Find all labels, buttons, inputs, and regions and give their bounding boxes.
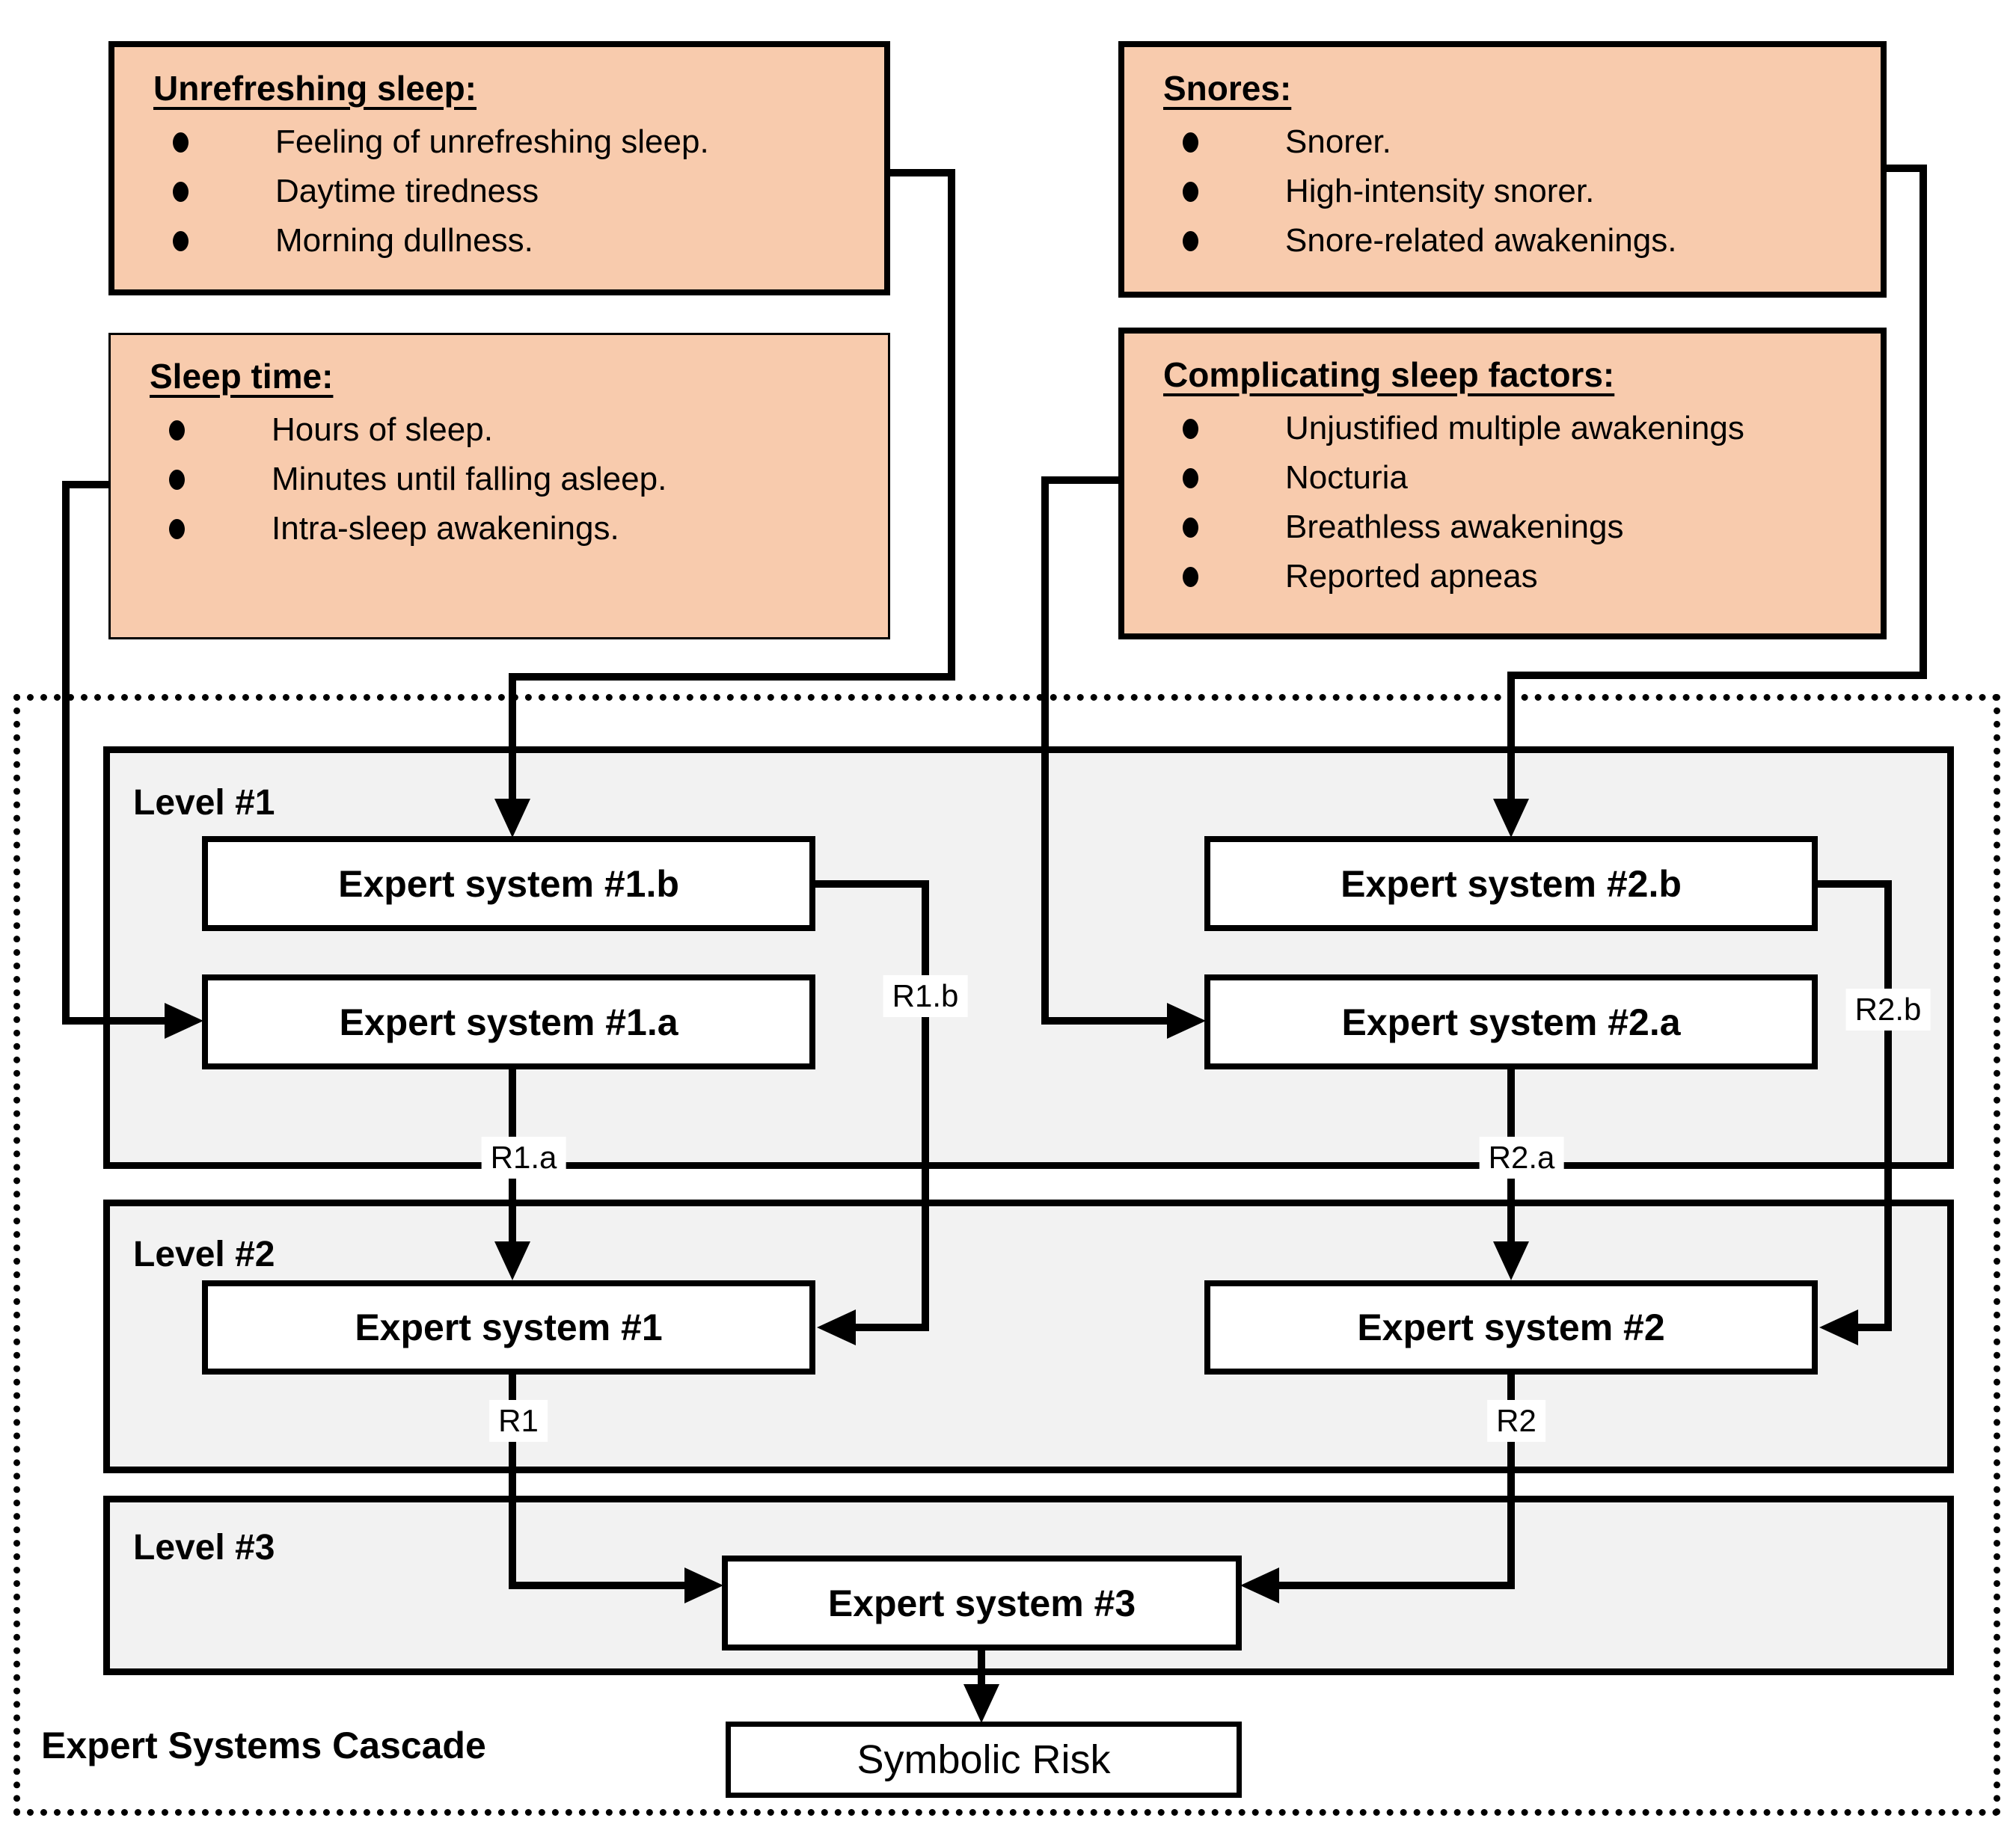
bullet-icon <box>1183 182 1198 202</box>
bullet-text: Nocturia <box>1285 459 1408 496</box>
list-item: Feeling of unrefreshing sleep. <box>114 117 884 167</box>
list-item: Snorer. <box>1124 117 1881 167</box>
level-1-panel <box>103 746 1954 1169</box>
input-box-title: Sleep time: <box>150 357 334 396</box>
bullet-text: Breathless awakenings <box>1285 509 1624 545</box>
bullet-icon <box>173 231 189 251</box>
expert-system-1b-box: Expert system #1.b <box>202 836 815 931</box>
bullet-icon <box>169 470 185 490</box>
input-box-title: Snores: <box>1163 69 1292 108</box>
expert-system-2b-box: Expert system #2.b <box>1204 836 1818 931</box>
bullet-icon <box>169 420 185 440</box>
list-item: Breathless awakenings <box>1124 503 1881 552</box>
input-box-title: Complicating sleep factors: <box>1163 355 1615 394</box>
input-box-complicating-sleep-factors: Complicating sleep factors: Unjustified … <box>1118 328 1887 639</box>
list-item: Intra-sleep awakenings. <box>111 504 888 553</box>
expert-system-3-box: Expert system #3 <box>722 1556 1242 1650</box>
bullet-text: Reported apneas <box>1285 558 1538 595</box>
expert-system-1a-box: Expert system #1.a <box>202 974 815 1069</box>
symbolic-risk-box: Symbolic Risk <box>726 1722 1242 1798</box>
wire-label-r2b: R2.b <box>1845 989 1931 1031</box>
input-box-title: Unrefreshing sleep: <box>153 69 477 108</box>
wire-label-r1b: R1.b <box>883 975 968 1017</box>
wire-label-r2a: R2.a <box>1479 1137 1564 1179</box>
bullet-icon <box>1183 468 1198 488</box>
wire-label-r2: R2 <box>1487 1400 1545 1442</box>
bullet-text: Minutes until falling asleep. <box>272 461 667 497</box>
expert-system-1-box: Expert system #1 <box>202 1280 815 1375</box>
wire-label-r1a: R1.a <box>481 1137 566 1179</box>
list-item: Daytime tiredness <box>114 167 884 216</box>
bullet-icon <box>169 519 185 539</box>
bullet-text: Morning dullness. <box>275 222 533 259</box>
expert-systems-cascade-container <box>13 694 2000 1816</box>
bullet-icon <box>1183 132 1198 153</box>
bullet-icon <box>1183 518 1198 538</box>
list-item: Hours of sleep. <box>111 405 888 455</box>
level-3-label: Level #3 <box>133 1528 275 1567</box>
list-item: Snore-related awakenings. <box>1124 216 1881 265</box>
list-item: Minutes until falling asleep. <box>111 455 888 504</box>
bullet-icon <box>1183 567 1198 587</box>
bullet-text: High-intensity snorer. <box>1285 173 1595 209</box>
input-box-unrefreshing-sleep: Unrefreshing sleep: Feeling of unrefresh… <box>108 41 890 295</box>
expert-system-2a-box: Expert system #2.a <box>1204 974 1818 1069</box>
bullet-text: Snore-related awakenings. <box>1285 222 1677 259</box>
expert-system-2-box: Expert system #2 <box>1204 1280 1818 1375</box>
list-item: High-intensity snorer. <box>1124 167 1881 216</box>
bullet-text: Hours of sleep. <box>272 411 493 448</box>
bullet-text: Intra-sleep awakenings. <box>272 510 619 547</box>
level-1-label: Level #1 <box>133 783 275 823</box>
bullet-text: Unjustified multiple awakenings <box>1285 410 1744 446</box>
bullet-icon <box>173 182 189 202</box>
input-box-snores: Snores: Snorer. High-intensity snorer. S… <box>1118 41 1887 298</box>
bullet-text: Daytime tiredness <box>275 173 539 209</box>
wire-label-r1: R1 <box>489 1400 548 1442</box>
list-item: Reported apneas <box>1124 552 1881 601</box>
bullet-text: Feeling of unrefreshing sleep. <box>275 123 709 160</box>
bullet-text: Snorer. <box>1285 123 1391 160</box>
level-2-label: Level #2 <box>133 1235 275 1274</box>
bullet-icon <box>1183 231 1198 251</box>
cascade-caption: Expert Systems Cascade <box>41 1725 486 1766</box>
list-item: Unjustified multiple awakenings <box>1124 404 1881 453</box>
list-item: Morning dullness. <box>114 216 884 265</box>
input-box-sleep-time: Sleep time: Hours of sleep. Minutes unti… <box>108 333 890 639</box>
bullet-icon <box>173 132 189 153</box>
list-item: Nocturia <box>1124 453 1881 503</box>
bullet-icon <box>1183 419 1198 439</box>
